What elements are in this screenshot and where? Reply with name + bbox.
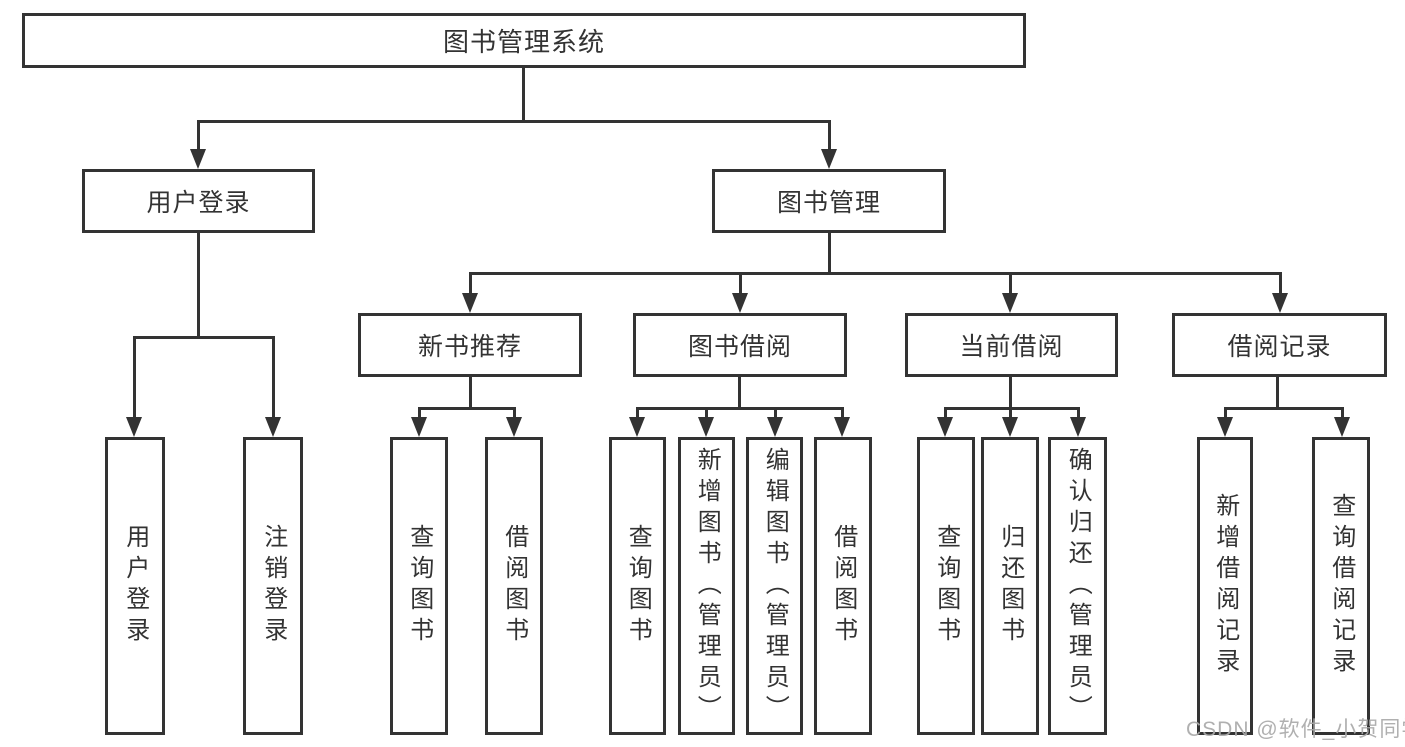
node-library-management-system: 图书管理系统 — [22, 13, 1026, 68]
connector-line — [1276, 377, 1279, 407]
connector-line — [469, 272, 1282, 275]
node-label: 确认归还（管理员） — [1064, 446, 1092, 726]
connector-line — [133, 336, 274, 339]
connector-line — [1279, 272, 1282, 295]
leaf-borrow-books-recommend: 借阅图书 — [485, 437, 543, 735]
node-book-management: 图书管理 — [712, 169, 946, 233]
connector-line — [133, 336, 136, 419]
connector-line — [197, 120, 831, 123]
leaf-user-login: 用户登录 — [105, 437, 165, 735]
node-label: 图书管理 — [776, 189, 881, 217]
leaf-query-books-borrow: 查询图书 — [609, 437, 666, 735]
arrow-down-icon — [190, 149, 206, 169]
arrow-down-icon — [1070, 417, 1086, 437]
node-label: 借阅图书 — [500, 524, 528, 648]
connector-line — [1009, 407, 1012, 419]
arrow-down-icon — [1002, 293, 1018, 313]
connector-line — [774, 407, 777, 419]
connector-line — [738, 377, 741, 407]
arrow-down-icon — [265, 417, 281, 437]
node-label: 新增借阅记录 — [1211, 493, 1239, 679]
leaf-return-books: 归还图书 — [981, 437, 1039, 735]
connector-line — [418, 407, 421, 419]
node-label: 查询图书 — [624, 524, 652, 648]
node-label: 用户登录 — [146, 189, 251, 217]
node-label: 查询借阅记录 — [1327, 493, 1355, 679]
leaf-borrow-books: 借阅图书 — [814, 437, 872, 735]
connector-line — [513, 407, 516, 419]
arrow-down-icon — [1002, 417, 1018, 437]
leaf-add-books-admin: 新增图书（管理员） — [678, 437, 735, 735]
node-label: 图书管理系统 — [442, 27, 605, 57]
connector-line — [636, 407, 639, 419]
connector-line — [1077, 407, 1080, 419]
connector-line — [1341, 407, 1344, 419]
node-borrowing-records: 借阅记录 — [1172, 313, 1387, 377]
connector-line — [197, 120, 200, 152]
node-label: 图书借阅 — [687, 333, 792, 361]
node-label: 注销登录 — [259, 524, 287, 648]
node-new-book-recommend: 新书推荐 — [358, 313, 582, 377]
connector-line — [1009, 272, 1012, 295]
node-label: 查询图书 — [932, 524, 960, 648]
connector-line — [828, 120, 831, 152]
node-label: 查询图书 — [405, 524, 433, 648]
arrow-down-icon — [506, 417, 522, 437]
node-label: 编辑图书（管理员） — [761, 446, 789, 726]
node-label: 归还图书 — [996, 524, 1024, 648]
node-label: 借阅图书 — [829, 524, 857, 648]
connector-line — [841, 407, 844, 419]
leaf-confirm-return-admin: 确认归还（管理员） — [1048, 437, 1107, 735]
arrow-down-icon — [937, 417, 953, 437]
connector-line — [197, 233, 200, 336]
node-label: 当前借阅 — [959, 333, 1064, 361]
connector-line — [1224, 407, 1344, 410]
leaf-add-borrow-record: 新增借阅记录 — [1197, 437, 1253, 735]
arrow-down-icon — [834, 417, 850, 437]
connector-line — [828, 233, 831, 272]
connector-line — [739, 272, 742, 295]
connector-line — [469, 272, 472, 295]
node-label: 新书推荐 — [417, 333, 522, 361]
connector-line — [944, 407, 947, 419]
arrow-down-icon — [1217, 417, 1233, 437]
arrow-down-icon — [126, 417, 142, 437]
watermark: CSDN @软件_小贺同学 — [1186, 718, 1405, 741]
node-label: 借阅记录 — [1227, 333, 1332, 361]
node-label: 新增图书（管理员） — [693, 446, 721, 726]
arrow-down-icon — [732, 293, 748, 313]
connector-line — [1009, 377, 1012, 407]
node-book-borrowing: 图书借阅 — [633, 313, 847, 377]
connector-line — [469, 377, 472, 407]
connector-line — [705, 407, 708, 419]
connector-line — [418, 407, 516, 410]
node-label: 用户登录 — [121, 524, 149, 648]
connector-line — [272, 336, 275, 419]
connector-line — [1224, 407, 1227, 419]
leaf-edit-books-admin: 编辑图书（管理员） — [746, 437, 803, 735]
arrow-down-icon — [1272, 293, 1288, 313]
node-user-login: 用户登录 — [82, 169, 315, 233]
arrow-down-icon — [629, 417, 645, 437]
connector-line — [944, 407, 1080, 410]
arrow-down-icon — [1334, 417, 1350, 437]
connector-line — [522, 68, 525, 120]
node-current-borrowing: 当前借阅 — [905, 313, 1118, 377]
connector-line — [636, 407, 844, 410]
leaf-query-books-current: 查询图书 — [917, 437, 975, 735]
arrow-down-icon — [767, 417, 783, 437]
arrow-down-icon — [698, 417, 714, 437]
arrow-down-icon — [411, 417, 427, 437]
leaf-logout: 注销登录 — [243, 437, 303, 735]
arrow-down-icon — [821, 149, 837, 169]
leaf-query-books-recommend: 查询图书 — [390, 437, 448, 735]
arrow-down-icon — [462, 293, 478, 313]
leaf-query-borrow-record: 查询借阅记录 — [1312, 437, 1370, 735]
